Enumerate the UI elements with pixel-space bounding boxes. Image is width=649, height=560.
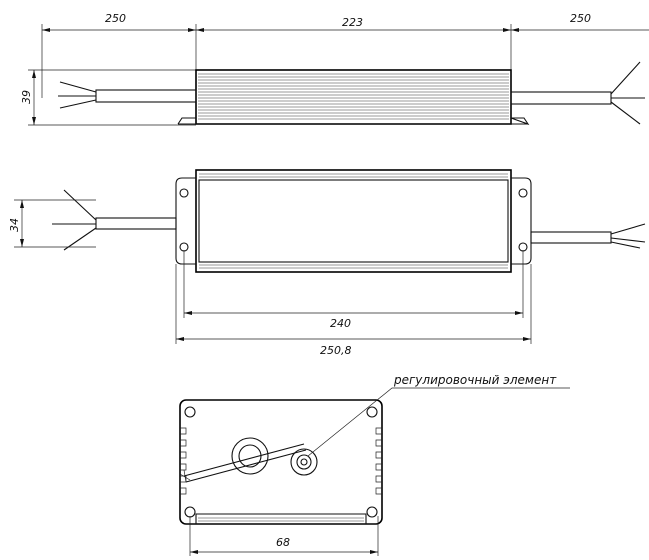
driver-body-inner <box>198 179 509 263</box>
right-cable-wires <box>610 223 646 249</box>
arrow-icon <box>184 311 192 315</box>
mount-hole <box>366 506 378 518</box>
dim-mount-hole-distance: 240 <box>330 317 351 330</box>
cable-gland-outer <box>231 437 269 475</box>
right-cable <box>530 231 612 244</box>
mount-hole <box>184 506 196 518</box>
left-tab <box>175 177 196 265</box>
arrow-icon <box>196 28 204 32</box>
cable-end <box>179 469 191 483</box>
mount-hole <box>184 406 196 418</box>
arrow-icon <box>523 337 531 341</box>
arrow-icon <box>20 239 24 247</box>
left-cable <box>95 89 197 103</box>
dim-end-width: 68 <box>276 536 290 549</box>
driver-body-top <box>195 169 512 273</box>
mounting-flange <box>177 117 530 126</box>
cable-across <box>183 443 307 483</box>
arrow-icon <box>503 28 511 32</box>
left-cable-wires <box>58 81 97 109</box>
arrow-icon <box>188 28 196 32</box>
dim-width: 34 <box>8 218 21 232</box>
side-view: 250 223 250 39 <box>20 12 649 126</box>
side-fins-right <box>375 427 382 495</box>
bottom-flange <box>195 513 367 524</box>
right-cable-wires <box>610 61 645 125</box>
right-cable <box>510 91 612 105</box>
arrow-icon <box>370 550 378 554</box>
arrow-icon <box>42 28 50 32</box>
driver-end-body <box>179 399 383 525</box>
side-fins-left <box>180 427 187 495</box>
dim-height: 39 <box>20 90 33 104</box>
arrow-icon <box>176 337 184 341</box>
adjustment-element-inner <box>296 454 312 470</box>
adjustment-element-screw <box>300 458 308 466</box>
dim-right-cable-length: 250 <box>570 12 591 25</box>
dim-body-length: 223 <box>342 16 363 29</box>
left-cable-wires <box>52 189 97 251</box>
arrow-icon <box>20 200 24 208</box>
right-tab <box>511 177 532 265</box>
end-view: регулировочный элемент 68 <box>179 373 570 556</box>
top-view: 34 240 250,8 <box>8 169 646 357</box>
adjustment-element-outer <box>290 448 318 476</box>
arrow-icon <box>32 117 36 125</box>
mount-hole <box>179 242 189 252</box>
heatsink-fins <box>198 73 509 120</box>
arrow-icon <box>190 550 198 554</box>
dim-left-cable-length: 250 <box>105 12 126 25</box>
callout-adjustment-element: регулировочный элемент <box>393 373 557 387</box>
arrow-icon <box>515 311 523 315</box>
arrow-icon <box>511 28 519 32</box>
dim-overall-length: 250,8 <box>320 344 352 357</box>
mount-hole <box>518 242 528 252</box>
mount-hole <box>179 188 189 198</box>
left-cable <box>95 217 177 230</box>
callout-leader <box>307 387 570 457</box>
mount-hole <box>518 188 528 198</box>
mount-hole <box>366 406 378 418</box>
arrow-icon <box>32 70 36 78</box>
